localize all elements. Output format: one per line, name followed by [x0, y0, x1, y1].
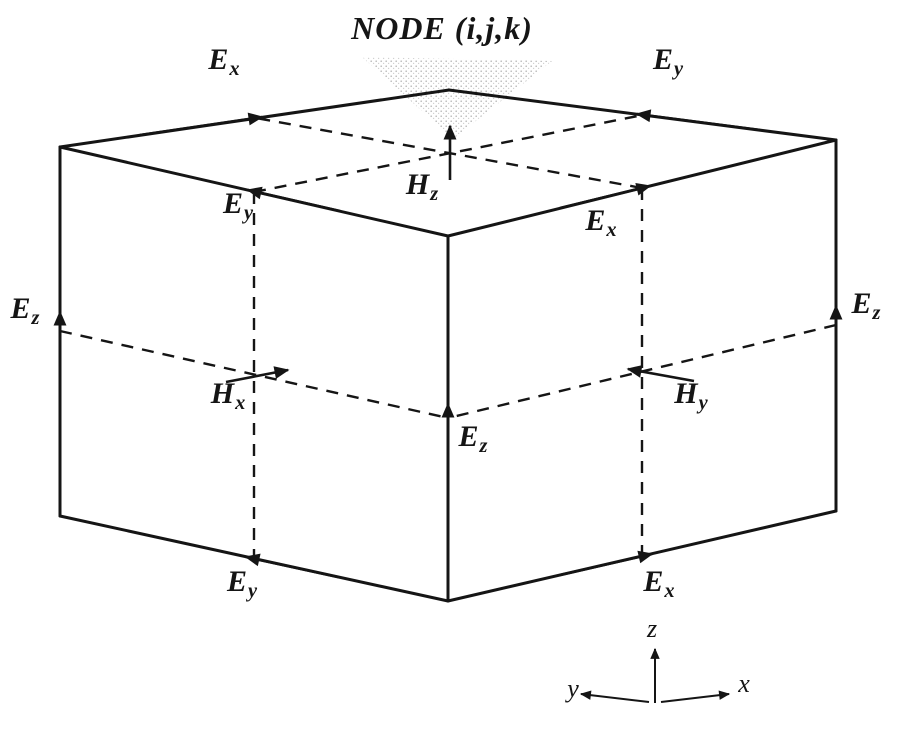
label-base: E: [643, 564, 664, 598]
h-field-arrows: [225, 124, 695, 384]
label-base: E: [851, 286, 872, 320]
hy-arrow: [626, 365, 695, 383]
label-ex-bottom: Ex: [643, 564, 675, 602]
label-base: H: [674, 376, 698, 410]
label-ez-right: Ez: [851, 286, 881, 324]
label-ez-front: Ez: [458, 419, 488, 457]
label-sub: y: [698, 391, 708, 414]
label-base: E: [208, 42, 229, 76]
label-base: E: [585, 203, 606, 237]
label-base: E: [10, 291, 31, 325]
label-sub: x: [664, 579, 675, 602]
node-label: NODE (i,j,k): [351, 10, 533, 46]
label-hx: Hx: [210, 376, 246, 414]
label-sub: x: [229, 57, 240, 80]
label-sub: z: [479, 434, 488, 457]
node-stipple-shading: [362, 57, 552, 139]
ex-mid-right-arrow: [559, 182, 652, 210]
dash-mid-left: [59, 329, 449, 420]
z-axis-label: z: [646, 614, 658, 643]
y-axis-label: y: [567, 674, 579, 703]
cube-solid-edges: [58, 88, 838, 603]
ex-bottom-arrow: [559, 550, 654, 577]
hx-arrow: [225, 366, 290, 384]
label-ez-left: Ez: [10, 291, 40, 329]
label-sub: y: [243, 201, 254, 224]
label-ey-bottom: Ey: [226, 564, 258, 602]
label-ex-mid-right: Ex: [585, 203, 617, 241]
label-hz: Hz: [405, 167, 439, 205]
y-axis-arrow: [579, 690, 650, 703]
axes-triad: [579, 647, 731, 703]
ey-top-arrow: [635, 109, 761, 132]
label-sub: z: [430, 182, 439, 205]
label-sub: y: [247, 579, 258, 602]
label-base: E: [652, 42, 673, 76]
label-sub: x: [235, 391, 246, 414]
label-base: E: [458, 419, 479, 453]
e-field-arrows: [53, 109, 843, 579]
ey-mid-left-arrow: [246, 186, 341, 213]
label-sub: y: [673, 57, 684, 80]
ey-bottom-arrow: [244, 553, 339, 579]
label-ey-top: Ey: [652, 42, 684, 80]
x-axis-label: x: [738, 669, 750, 698]
label-sub: z: [31, 306, 40, 329]
label-base: H: [405, 167, 430, 201]
label-sub: x: [606, 218, 617, 241]
label-ey-mid-left: Ey: [222, 186, 254, 224]
label-base: E: [226, 564, 247, 598]
label-base: E: [222, 186, 243, 220]
label-sub: z: [872, 301, 881, 324]
x-axis-arrow: [660, 690, 731, 703]
label-ex-top: Ex: [208, 42, 240, 80]
label-base: H: [210, 376, 235, 410]
ex-top-arrow: [139, 112, 264, 137]
label-hy: Hy: [674, 376, 708, 414]
